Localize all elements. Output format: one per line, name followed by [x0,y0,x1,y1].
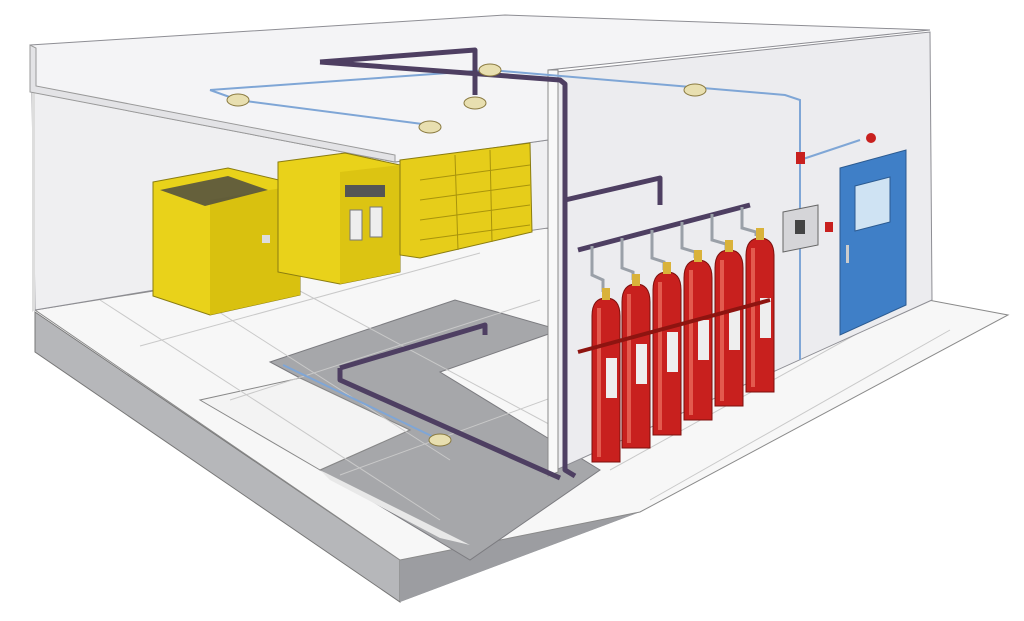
smoke-detector [418,120,442,134]
smoke-detectors [226,63,707,447]
door [839,149,907,336]
smoke-detector [226,93,250,107]
cylinder-label [729,310,740,350]
cylinder-label [636,344,647,384]
agent-cylinder [714,240,744,407]
agent-cylinder [621,274,651,449]
cylinder-label [667,332,678,372]
cylinder-label [760,298,771,338]
cylinder-label [698,320,709,360]
cylinder-valve [694,250,702,262]
smoke-detector [463,96,487,110]
cylinder-label [606,358,617,398]
cylinder-valve [725,240,733,252]
smoke-detector [478,63,502,77]
smoke-detector [683,83,707,97]
release-control-panel [782,204,819,253]
agent-cylinder [745,228,775,393]
raised-floor-tile-section [320,470,470,545]
cylinder-valve [602,288,610,300]
smoke-detector [428,433,452,447]
agent-cylinder [652,262,682,436]
agent-cylinder [683,250,713,421]
agent-cylinder [591,288,621,463]
cylinder-valve [663,262,671,274]
equipment-cabinet [277,152,401,285]
ceiling-edge [29,44,396,163]
cylinder-rack-bracket [577,298,771,354]
left-room-side-wall [32,92,35,312]
cylinder-bank [591,228,775,463]
partition-wall [547,69,559,477]
abort-station [825,222,833,232]
cylinder-valve [632,274,640,286]
agent-piping [319,47,751,481]
battery-rack [399,142,533,259]
cylinder-valve [756,228,764,240]
manual-release-station [796,152,805,164]
alarm-bell [866,133,876,143]
